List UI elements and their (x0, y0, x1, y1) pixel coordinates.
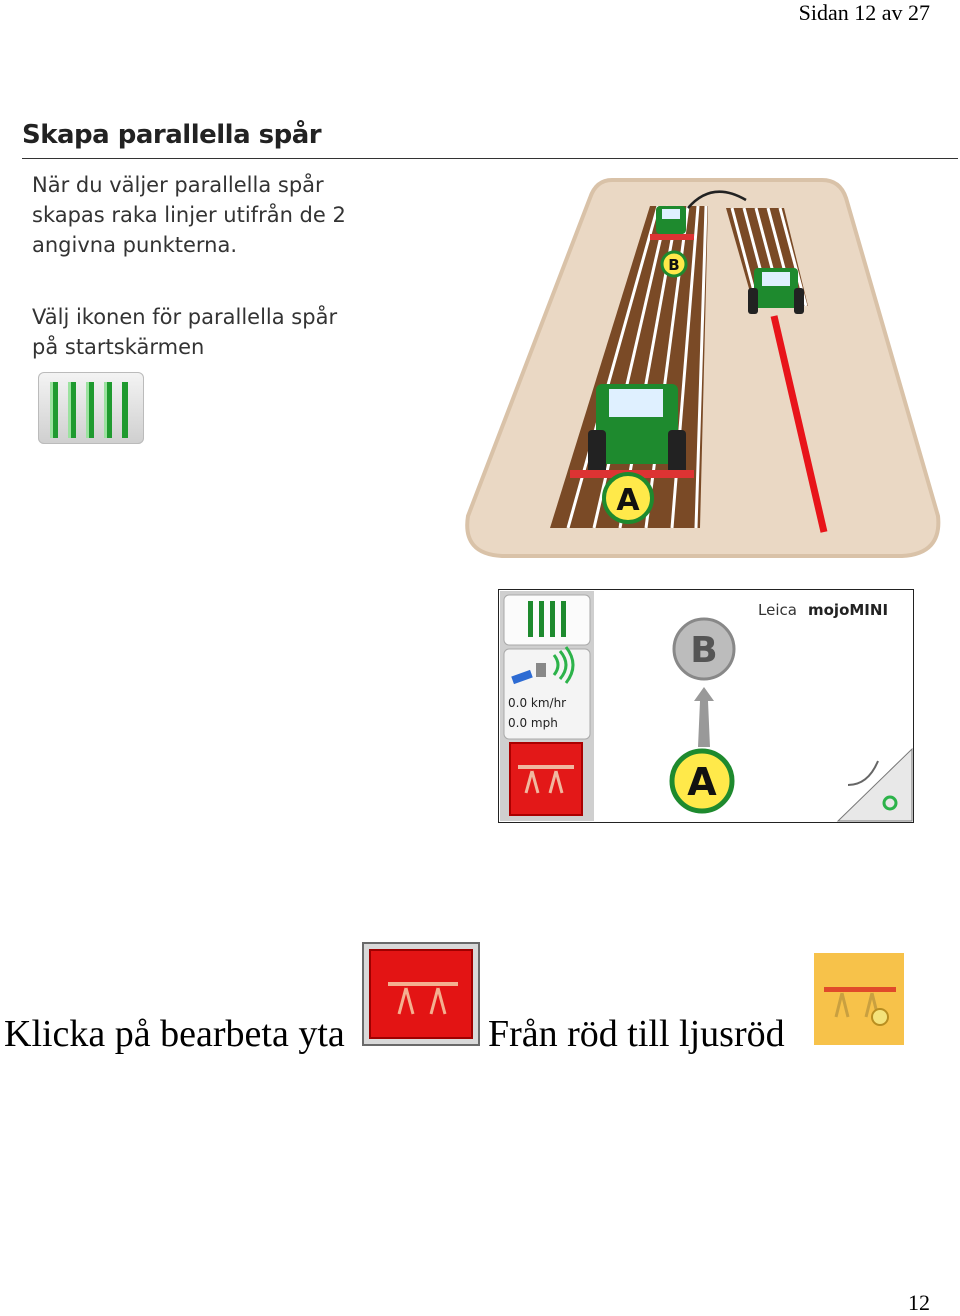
intro-paragraph: När du väljer parallella spår skapas rak… (32, 173, 346, 257)
result-text: Från röd till ljusröd (488, 1013, 785, 1055)
brand-name: Leica (758, 601, 797, 619)
point-a-label: A (687, 760, 717, 804)
point-a-label-field: A (616, 483, 640, 518)
satellite-icon (511, 646, 575, 685)
model-name: mojoMINI (808, 601, 888, 619)
point-b-label: B (690, 630, 717, 671)
speed-mph: 0.0 mph (508, 716, 558, 730)
point-b-label-field: B (668, 256, 679, 274)
section-title: Skapa parallella spår (22, 120, 322, 150)
instruction-paragraph: Välj ikonen för parallella spår på start… (32, 305, 338, 359)
title-divider (22, 158, 958, 159)
speed-kmh: 0.0 km/hr (508, 696, 566, 710)
work-area-red-icon[interactable] (362, 942, 480, 1046)
instruction-text: Klicka på bearbeta yta (4, 1013, 345, 1055)
parallel-tracks-icon[interactable] (38, 372, 144, 444)
page-header: Sidan 12 av 27 (798, 0, 930, 25)
page-number: 12 (908, 1290, 930, 1315)
mojomini-screen: 0.0 km/hr 0.0 mph Leica mojoMINI B A (497, 588, 915, 824)
parallel-tracks-illustration: B A (462, 176, 942, 560)
work-area-light-icon[interactable] (814, 953, 904, 1045)
